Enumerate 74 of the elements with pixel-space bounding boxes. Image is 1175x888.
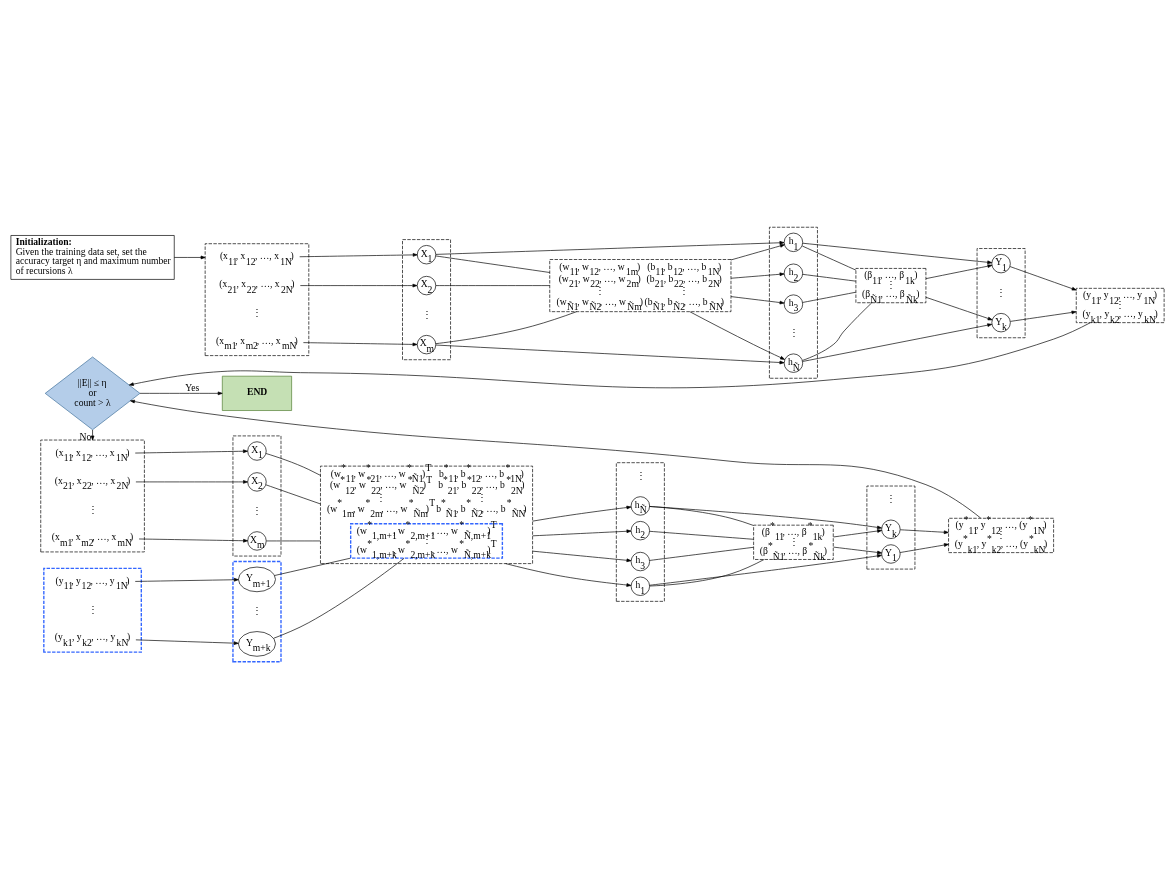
connector	[802, 273, 857, 281]
cluster	[769, 226, 818, 379]
arrow	[1009, 265, 1077, 290]
connector	[435, 255, 550, 273]
connector	[265, 484, 321, 504]
arrow	[130, 399, 982, 518]
label: ⋮	[635, 469, 646, 481]
label: ⋮	[252, 504, 263, 516]
node-diamond: ||E|| ≤ η or count > λ	[44, 356, 141, 430]
arrow	[899, 528, 949, 534]
arrow	[833, 528, 882, 537]
arrow	[128, 321, 1091, 388]
arrow	[173, 255, 206, 259]
arrow	[899, 542, 949, 553]
connector	[649, 546, 754, 561]
cluster	[616, 461, 665, 602]
connector	[435, 284, 550, 286]
node-box: Initialization: Given the training data set, set the accuracy target η and maximum number of recursions λ	[10, 234, 175, 280]
label: ⋮	[87, 603, 98, 615]
node-box: END	[221, 375, 292, 411]
connector	[273, 557, 405, 639]
arrow	[802, 322, 993, 362]
arrow	[802, 242, 993, 264]
arrow	[730, 243, 785, 260]
arrow	[299, 283, 418, 287]
arrow	[833, 546, 882, 554]
arrow	[435, 344, 785, 364]
connector	[435, 310, 577, 344]
connector	[649, 558, 765, 586]
label: ⋮	[886, 492, 897, 504]
arrow	[505, 562, 632, 587]
label: ⋮	[87, 503, 98, 515]
arrow	[532, 529, 632, 536]
arrow	[135, 479, 248, 484]
arrow	[925, 263, 993, 279]
label: ⋮	[252, 604, 263, 616]
arrow	[299, 252, 418, 257]
label: ⋮	[996, 286, 1007, 298]
arrow	[134, 448, 248, 453]
edge-label: No	[79, 430, 92, 442]
connector	[265, 452, 321, 476]
cluster	[866, 485, 916, 569]
arrow	[730, 295, 785, 304]
cluster	[402, 238, 451, 360]
connector	[274, 557, 351, 576]
arrow	[138, 538, 248, 543]
connector	[649, 530, 754, 540]
arrow	[730, 272, 785, 279]
arrow	[139, 391, 223, 395]
arrow	[435, 240, 785, 255]
edge-label: Yes	[185, 381, 200, 393]
arrow	[649, 553, 882, 586]
arrow	[689, 310, 785, 360]
connector	[802, 301, 873, 361]
cluster	[232, 435, 282, 556]
arrow	[532, 505, 632, 521]
cluster	[40, 439, 145, 552]
arrow	[925, 296, 993, 320]
label: ⋮	[788, 326, 799, 338]
cluster	[204, 242, 310, 356]
label: ⋮	[252, 306, 263, 318]
arrow	[90, 429, 95, 440]
label: ⋮	[421, 308, 432, 320]
connector	[266, 540, 321, 541]
cluster	[43, 567, 142, 653]
arrow	[135, 639, 239, 645]
arrow	[649, 505, 882, 529]
cluster	[976, 247, 1026, 338]
arrow	[1010, 310, 1077, 322]
arrow	[303, 341, 418, 346]
arrow	[134, 577, 239, 582]
connector	[802, 291, 857, 303]
connector	[801, 245, 857, 270]
arrow	[532, 550, 632, 562]
